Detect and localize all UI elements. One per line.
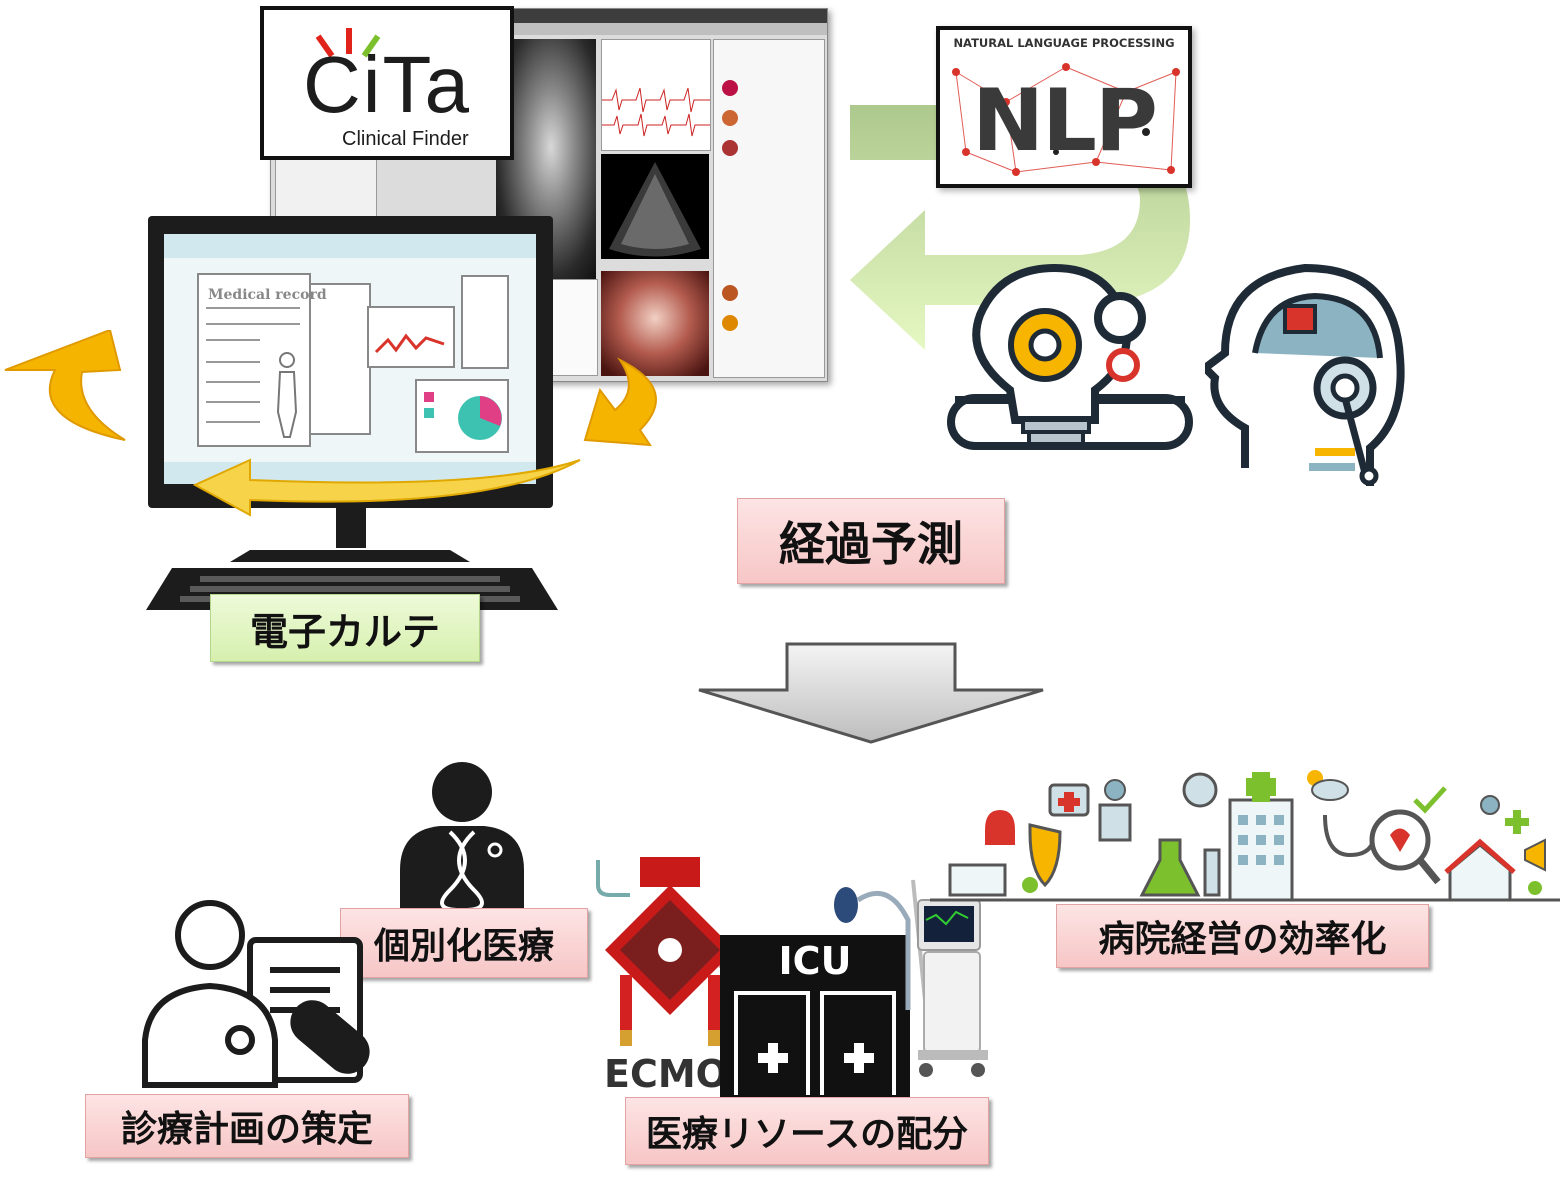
- personalized-medicine-icon: [400, 762, 524, 912]
- ecg-trace: [602, 87, 710, 137]
- ecg-panel: [601, 39, 711, 151]
- nlp-title: NATURAL LANGUAGE PROCESSING: [953, 36, 1175, 50]
- cita-brand: CiTa: [302, 40, 472, 129]
- healthcare-icons-cluster: [930, 770, 1560, 902]
- cita-logo-mark: [315, 28, 381, 58]
- list-thumb: [722, 110, 738, 126]
- ai-head-icon: [1205, 263, 1405, 486]
- treatment-plan-label: 診療計画の策定: [85, 1094, 409, 1158]
- list-thumb: [722, 140, 738, 156]
- ecmo-label: ECMO: [604, 1052, 728, 1096]
- list-thumb: [722, 285, 738, 301]
- yellow-arrow-left: [4, 330, 126, 441]
- list-thumb: [722, 80, 738, 96]
- cross-icon: [854, 1043, 864, 1073]
- ehr-monitor-icon: [146, 216, 558, 610]
- nlp-big-text: NLP: [972, 71, 1158, 171]
- doctor-plan-icon: [142, 900, 370, 1088]
- ecmo-device-icon: [596, 857, 758, 1055]
- prediction-label: 経過予測: [737, 498, 1005, 584]
- ventilator-icon: [834, 879, 988, 1077]
- yellow-arrow-right: [583, 357, 657, 447]
- cita-tagline: Clinical Finder: [342, 128, 469, 150]
- resource-allocation-label: 医療リソースの配分: [625, 1097, 989, 1165]
- icu-bed-right: [820, 991, 896, 1095]
- nlp-box: NATURAL LANGUAGE PROCESSING NLP: [936, 26, 1192, 188]
- hospital-efficiency-label: 病院経営の効率化: [1056, 904, 1429, 968]
- cita-logo-box: CiTa Clinical Finder: [260, 6, 514, 160]
- yellow-arrow-bottom: [192, 458, 581, 517]
- icu-bed-left: [734, 991, 810, 1095]
- study-list: [713, 39, 825, 378]
- nlp-network-graphic: [952, 63, 1180, 176]
- down-arrow: [698, 642, 1044, 744]
- medical-record-heading: Medical record: [208, 287, 327, 303]
- icu-sign: ICU: [720, 935, 910, 1105]
- personalized-label: 個別化医療: [340, 908, 588, 978]
- clinical-viewer-screenshot: [270, 8, 828, 382]
- icu-text: ICU: [778, 939, 852, 983]
- cross-icon: [768, 1043, 778, 1073]
- lightbulb-gears-icon: [947, 263, 1193, 450]
- ehr-label: 電子カルテ: [210, 594, 480, 662]
- ultrasound-image: [601, 154, 709, 259]
- list-thumb: [722, 315, 738, 331]
